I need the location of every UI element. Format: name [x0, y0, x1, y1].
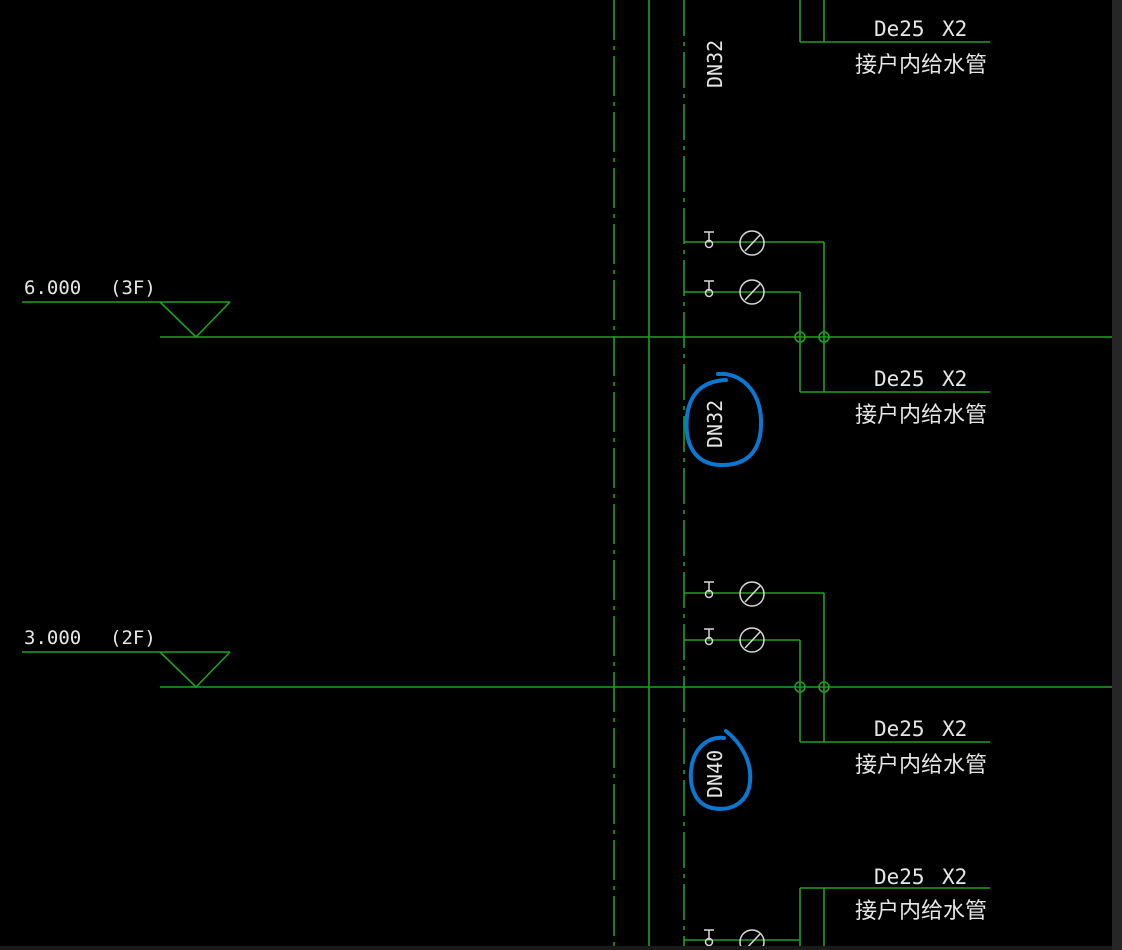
branch-description: 接户内给水管 — [855, 403, 987, 428]
branch-description: 接户内给水管 — [855, 899, 987, 924]
level-floor-3f: (3F) — [110, 277, 156, 299]
gate-valve-icon — [704, 581, 714, 599]
branch-count-label: X2 — [942, 17, 967, 41]
water-meter-icon — [739, 929, 765, 946]
water-meter-icon — [739, 581, 765, 607]
level-floor-2f: (2F) — [110, 627, 156, 649]
gate-valve-icon — [704, 280, 714, 298]
branch-count-label: X2 — [942, 865, 967, 889]
branch-description: 接户内给水管 — [855, 53, 987, 78]
gate-valve-icon — [704, 628, 714, 646]
window-edge-bottom — [0, 946, 1112, 950]
branch-size-label: De25 — [874, 717, 925, 741]
branch-size-label: De25 — [874, 367, 925, 391]
level-elevation-2f: 3.000 — [24, 627, 81, 649]
level-triangle-icon — [159, 651, 231, 689]
water-meter-icon — [739, 627, 765, 653]
pipe-crossing — [794, 681, 806, 693]
level-elevation-3f: 6.000 — [24, 277, 81, 299]
pipe-crossing — [794, 331, 806, 343]
pipe-crossing — [818, 681, 830, 693]
branch-size-label: De25 — [874, 865, 925, 889]
branch-description: 接户内给水管 — [855, 753, 987, 778]
riser-size-label-top: DN32 — [703, 40, 727, 88]
gate-valve-icon — [704, 231, 714, 249]
annotation-circle — [688, 729, 753, 811]
window-edge — [1112, 0, 1122, 950]
gate-valve-icon — [704, 929, 714, 946]
branch-count-label: X2 — [942, 717, 967, 741]
water-meter-icon — [739, 279, 765, 305]
riser-size-label-middle: DN32 — [703, 400, 727, 448]
annotation-circle — [684, 371, 764, 468]
branch-count-label: X2 — [942, 367, 967, 391]
pipe-crossing — [818, 331, 830, 343]
riser-size-label-bottom: DN40 — [703, 750, 727, 798]
level-triangle-icon — [159, 301, 231, 339]
water-meter-icon — [739, 230, 765, 256]
branch-size-label: De25 — [874, 17, 925, 41]
